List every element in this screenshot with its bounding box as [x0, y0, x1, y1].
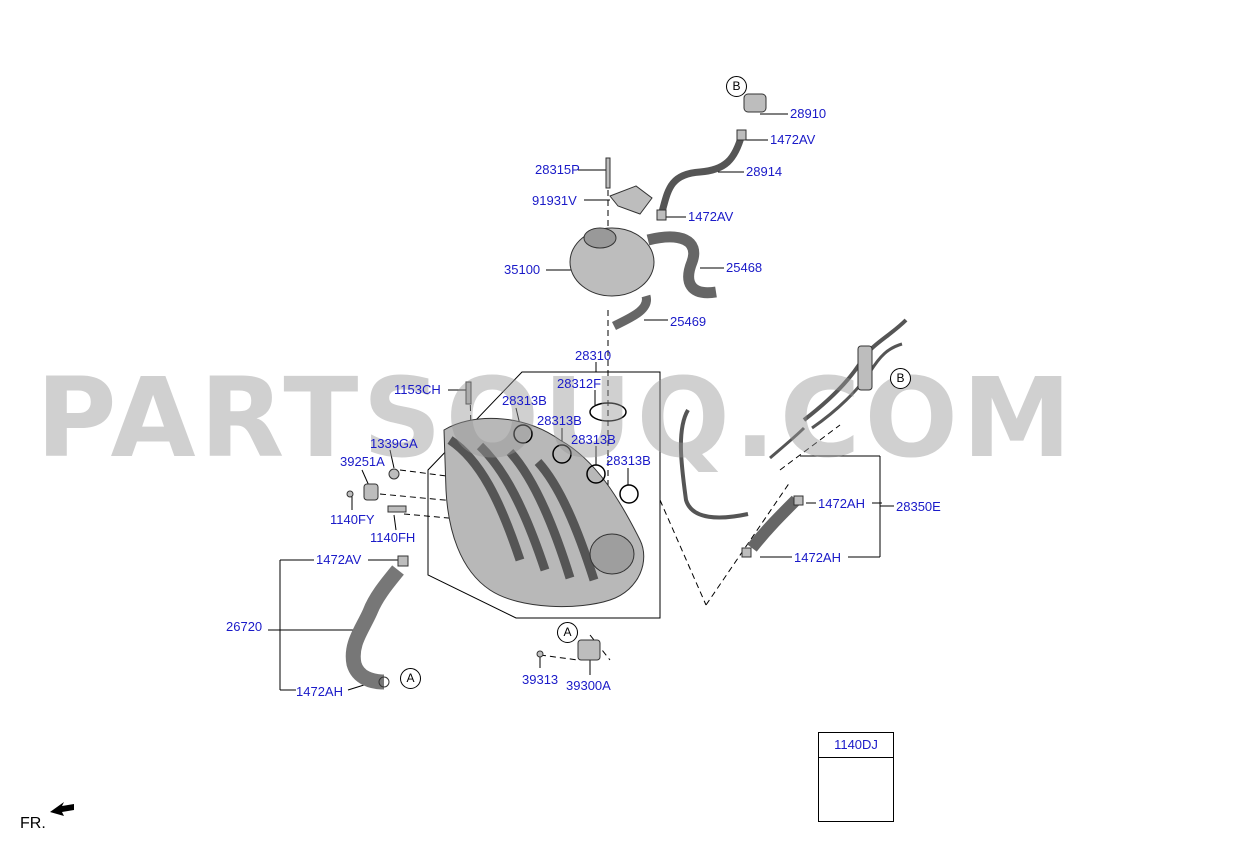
part-label-28914[interactable]: 28914: [746, 164, 783, 179]
callout-b-right[interactable]: B: [890, 368, 911, 389]
part-label-39300a[interactable]: 39300A: [566, 678, 611, 693]
part-label-25468[interactable]: 25468: [726, 260, 763, 275]
part-label-35100[interactable]: 35100: [504, 262, 541, 277]
bolt-28315P: [605, 157, 611, 189]
part-label-25469[interactable]: 25469: [670, 314, 707, 329]
part-label-1140fh[interactable]: 1140FH: [370, 530, 416, 545]
part-label-28315p[interactable]: 28315P: [535, 162, 580, 177]
part-label-28312f[interactable]: 28312F: [557, 376, 602, 391]
clamp-1472AH-lower: [741, 547, 752, 558]
legend-box-part-label[interactable]: 1140DJ: [819, 733, 893, 758]
part-label-1472av[interactable]: 1472AV: [770, 132, 816, 147]
part-label-28350e[interactable]: 28350E: [896, 499, 941, 514]
part-label-1140fy[interactable]: 1140FY: [330, 512, 375, 527]
gasket-28313B-4: [619, 484, 639, 504]
part-label-91931v[interactable]: 91931V: [532, 193, 577, 208]
part-label-1472av[interactable]: 1472AV: [688, 209, 734, 224]
pcv-valve-28910: [743, 93, 767, 113]
sensor-39251A: [363, 483, 379, 501]
part-label-28910[interactable]: 28910: [790, 106, 827, 121]
callout-a-lower[interactable]: A: [400, 668, 421, 689]
pcv-hose-28914: [658, 133, 746, 213]
part-label-1339ga[interactable]: 1339GA: [370, 436, 418, 451]
part-label-39313[interactable]: 39313: [522, 672, 559, 687]
front-arrow-icon: [50, 802, 74, 816]
part-label-28313b[interactable]: 28313B: [502, 393, 547, 408]
map-sensor-39300A: [577, 639, 601, 661]
bolt-1140FH: [387, 505, 407, 513]
clamp-1472AV-top: [736, 129, 747, 141]
part-label-28310[interactable]: 28310: [575, 348, 612, 363]
bolt-1153CH: [465, 381, 472, 405]
gasket-28313B-1: [513, 424, 533, 444]
throttle-port: [589, 533, 635, 575]
part-label-39251a[interactable]: 39251A: [340, 454, 385, 469]
legend-box-1140dj[interactable]: 1140DJ: [818, 732, 894, 822]
part-label-28313b[interactable]: 28313B: [606, 453, 651, 468]
vapor-hose-28350E: [747, 495, 801, 552]
vapor-pipe-28350E: [678, 408, 749, 520]
part-label-1472ah[interactable]: 1472AH: [296, 684, 343, 699]
gasket-28313B-2: [552, 444, 572, 464]
part-label-28313b[interactable]: 28313B: [537, 413, 582, 428]
manifold-group-frame: [427, 371, 661, 619]
hose-25469: [611, 294, 651, 331]
bolt-1140FY: [346, 490, 354, 498]
bracket-91931V: [609, 185, 653, 215]
part-label-1472ah[interactable]: 1472AH: [794, 550, 841, 565]
callout-b-upper[interactable]: B: [726, 76, 747, 97]
bolt-39313: [536, 650, 544, 658]
part-label-1472av[interactable]: 1472AV: [316, 552, 362, 567]
part-label-1153ch[interactable]: 1153CH: [394, 382, 441, 397]
part-label-26720[interactable]: 26720: [226, 619, 263, 634]
part-label-1472ah[interactable]: 1472AH: [818, 496, 865, 511]
hose-26720: [345, 565, 404, 690]
part-label-28313b[interactable]: 28313B: [571, 432, 616, 447]
callout-a-upper[interactable]: A: [557, 622, 578, 643]
gasket-28312F: [589, 402, 627, 422]
clamp-1472AH-upper: [793, 495, 804, 506]
clamp-1472AH-low: [378, 676, 390, 688]
front-label: FR.: [20, 815, 46, 832]
hose-25468: [646, 231, 717, 299]
clamp-1472AV-low: [397, 555, 409, 567]
nut-1339GA: [388, 468, 400, 480]
clamp-1472AV-mid: [656, 209, 667, 221]
gasket-28313B-3: [586, 464, 606, 484]
vent-connector: [857, 345, 873, 391]
